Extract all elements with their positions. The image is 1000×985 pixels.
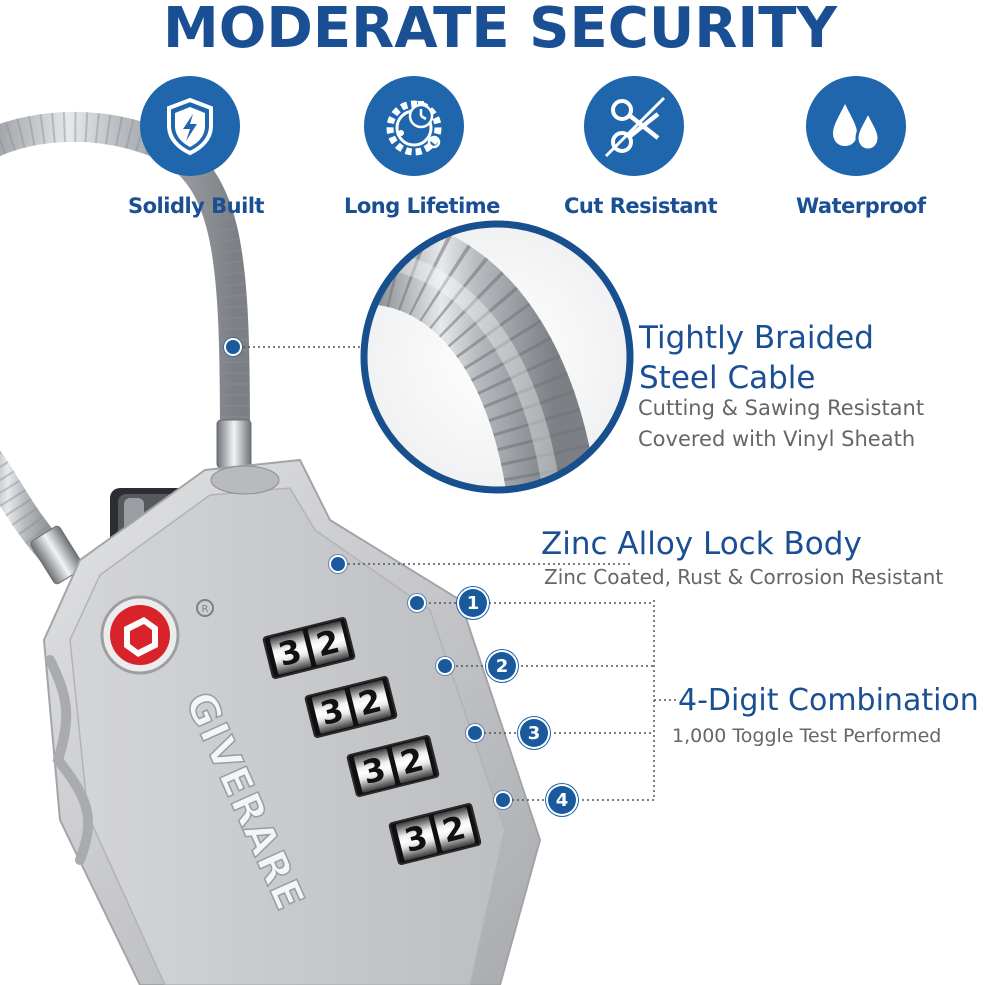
dial-3-dot: [468, 726, 482, 740]
dial-digit: 2: [306, 620, 350, 666]
dial-digit: 3: [352, 748, 396, 794]
cable-callout-dot: [226, 340, 240, 354]
dial-2-dot: [438, 659, 452, 673]
dial-digit: 2: [432, 806, 476, 852]
shield-lightning-icon: [140, 76, 240, 176]
tsa-logo: [100, 595, 180, 675]
dial-digit: 2: [390, 738, 434, 784]
feature-label-solidly-built: Solidly Built: [128, 194, 265, 218]
digit-marker-3: 3: [520, 719, 548, 747]
cable-callout-sub-line2: Covered with Vinyl Sheath: [638, 427, 916, 451]
water-drops-icon: [806, 76, 906, 176]
cable-callout-title-line1: Tightly Braided: [639, 320, 874, 356]
body-callout-title: Zinc Alloy Lock Body: [541, 526, 862, 562]
combination-callout-title: 4-Digit Combination: [678, 683, 979, 718]
dial-4-dot: [496, 793, 510, 807]
body-callout-sub: Zinc Coated, Rust & Corrosion Resistant: [544, 565, 944, 589]
digit-marker-4: 4: [548, 786, 576, 814]
dial-digit: 3: [394, 816, 438, 862]
registered-mark: R: [202, 604, 209, 615]
scissors-icon: [584, 76, 684, 176]
feature-label-long-lifetime: Long Lifetime: [344, 194, 500, 218]
feature-label-cut-resistant: Cut Resistant: [564, 194, 718, 218]
dial-digit: 2: [348, 679, 392, 725]
digit-marker-1: 1: [459, 589, 487, 617]
dial-digit: 3: [268, 630, 312, 676]
digit-marker-2: 2: [488, 652, 516, 680]
cable-callout-sub-line1: Cutting & Sawing Resistant: [638, 396, 925, 420]
combination-callout-sub: 1,000 Toggle Test Performed: [672, 725, 942, 747]
cable-callout-title-line2: Steel Cable: [639, 360, 816, 396]
feature-label-waterproof: Waterproof: [796, 194, 926, 218]
gears-stopwatch-icon: [364, 76, 464, 176]
body-callout-dot: [331, 557, 345, 571]
dial-digit: 3: [310, 689, 354, 735]
dial-1-dot: [410, 596, 424, 610]
headline: MODERATE SECURITY: [163, 0, 837, 61]
